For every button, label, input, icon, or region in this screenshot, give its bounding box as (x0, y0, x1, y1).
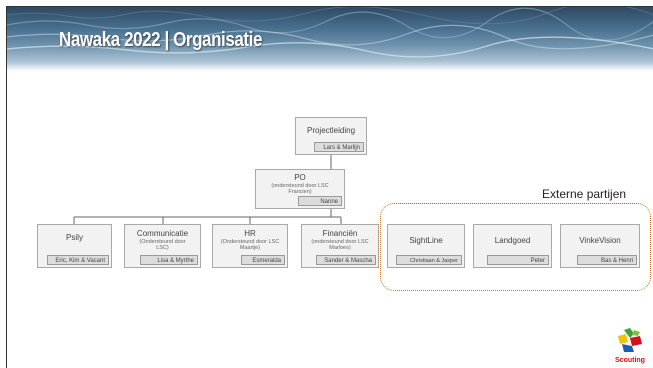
scouting-logo: Scouting (610, 326, 650, 366)
external-partners-label: Externe partijen (542, 187, 627, 201)
node-title: HR (244, 229, 256, 238)
sea-banner: Nawaka 2022 | Organisatie (7, 7, 653, 71)
node-title: PO (294, 173, 306, 182)
org-node-hr: HR (Ondersteund door LSC Maartje) Esmera… (212, 224, 288, 268)
org-node-psily: Psily Eric, Kim & Vacant (37, 224, 112, 268)
node-subtitle: (Ondersteund door LSC) (139, 239, 186, 252)
logo-text: Scouting (615, 357, 645, 364)
node-title: Communicatie (136, 229, 189, 238)
node-people: Lars & Marlijn (314, 142, 364, 152)
node-subtitle: (ondersteund door LSC Francien) (271, 183, 329, 196)
node-title: VinkeVision (579, 236, 621, 245)
node-people: Sander & Mascha (316, 255, 376, 265)
node-title: Financiën (322, 229, 358, 238)
org-node-vinkevision: VinkeVision Bas & Henri (560, 224, 640, 268)
org-node-sightline: SightLine Christiaan & Jasper (387, 224, 465, 268)
node-people: Christiaan & Jasper (396, 255, 462, 265)
external-partners-group (380, 203, 651, 291)
org-node-financien: Financiën (ondersteund door LSC Marloes)… (301, 224, 379, 268)
node-people: Peter (487, 255, 549, 265)
node-title: Landgoed (494, 236, 531, 245)
node-title: Projectleiding (306, 126, 356, 135)
org-node-po: PO (ondersteund door LSC Francien) Nanne (255, 169, 345, 209)
slide-title: Nawaka 2022 | Organisatie (59, 29, 262, 51)
wave-texture (7, 7, 653, 58)
node-subtitle: (ondersteund door LSC Marloes) (311, 239, 369, 252)
org-node-communicatie: Communicatie (Ondersteund door LSC) Lisa… (124, 224, 201, 268)
node-people: Lisa & Myrthe (140, 255, 198, 265)
scouting-emblem-icon (618, 328, 642, 352)
node-people: Esmeralda (241, 255, 285, 265)
node-title: SightLine (409, 236, 443, 245)
node-people: Bas & Henri (577, 255, 637, 265)
node-title: Psily (66, 233, 83, 242)
node-people: Nanne (298, 196, 342, 206)
org-node-projectleiding: Projectleiding Lars & Marlijn (295, 117, 367, 155)
node-subtitle: (Ondersteund door LSC Maartje) (220, 239, 280, 252)
node-people: Eric, Kim & Vacant (47, 255, 109, 265)
slide: Nawaka 2022 | Organisatie Projectleiding… (6, 6, 653, 368)
org-node-landgoed: Landgoed Peter (473, 224, 552, 268)
